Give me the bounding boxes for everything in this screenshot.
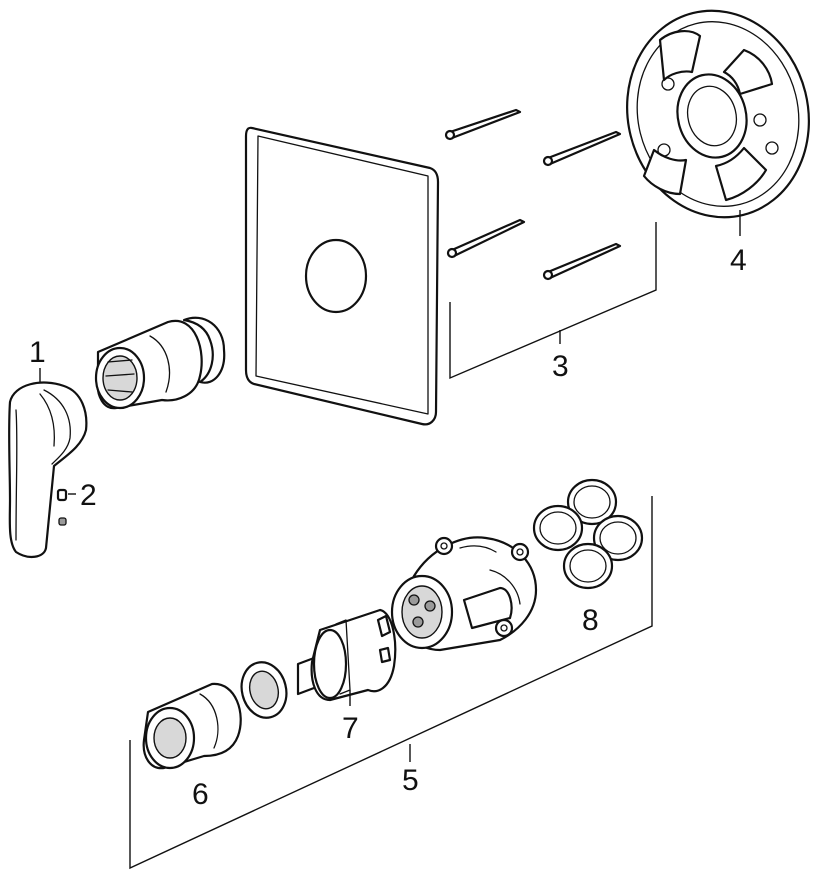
callout-label-8: 8 bbox=[582, 604, 599, 637]
callout-label-2: 2 bbox=[80, 479, 97, 512]
part-lower-sleeve bbox=[142, 682, 242, 770]
part-lever-handle bbox=[8, 381, 88, 558]
callout-label-3: 3 bbox=[552, 350, 569, 383]
part-mounting-ring bbox=[626, 9, 810, 219]
leader-lines bbox=[39, 210, 741, 870]
callout-label-1: 1 bbox=[29, 336, 46, 369]
callout-label-4: 4 bbox=[730, 244, 747, 277]
callout-label-6: 6 bbox=[192, 778, 209, 811]
part-mounting-screws bbox=[444, 108, 622, 281]
part-grub-screw bbox=[56, 488, 68, 526]
callout-label-5: 5 bbox=[402, 764, 419, 797]
part-o-rings bbox=[532, 478, 644, 590]
part-handle-sleeve bbox=[94, 316, 226, 410]
part-cartridge bbox=[296, 608, 397, 702]
part-snap-ring bbox=[240, 661, 288, 719]
callout-label-7: 7 bbox=[342, 712, 359, 745]
part-cover-plate bbox=[244, 126, 440, 426]
part-valve-body bbox=[390, 536, 538, 652]
callout-labels: 1 2 3 4 5 6 7 8 bbox=[29, 244, 747, 811]
